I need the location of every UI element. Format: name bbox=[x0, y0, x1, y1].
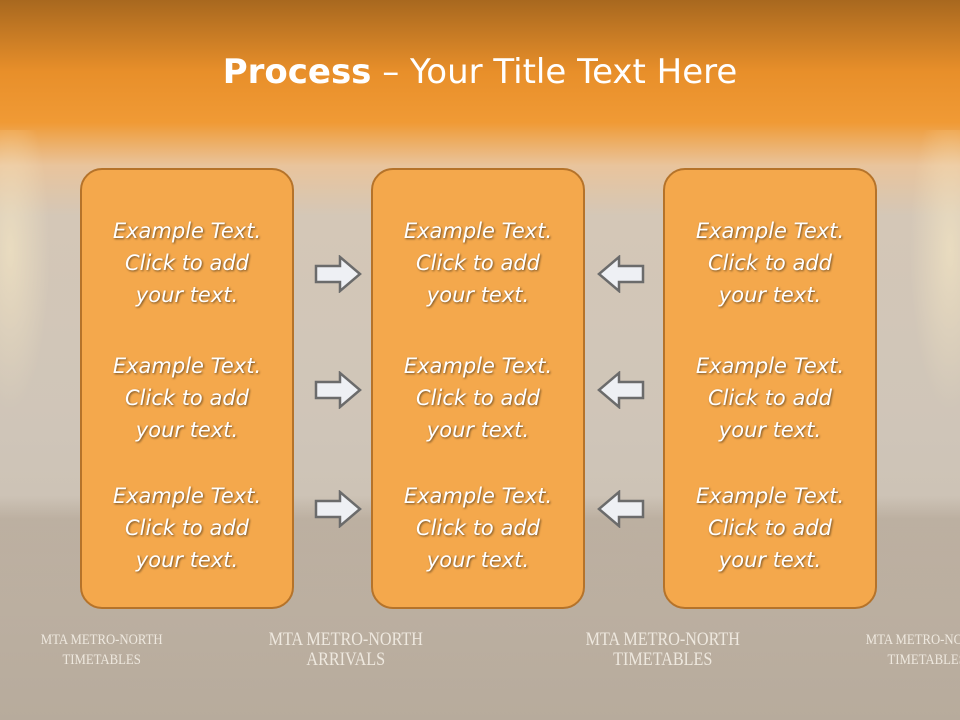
text-placeholder[interactable]: Example Text. Click to add your text. bbox=[665, 215, 875, 311]
arrow-right-icon bbox=[314, 490, 362, 528]
text-placeholder[interactable]: Example Text. Click to add your text. bbox=[82, 350, 292, 446]
text-line: Example Text. bbox=[112, 484, 262, 508]
text-line: Example Text. bbox=[695, 484, 845, 508]
arrow-left-icon bbox=[597, 371, 645, 409]
text-line: your text. bbox=[718, 548, 822, 572]
text-line: your text. bbox=[135, 283, 239, 307]
text-placeholder[interactable]: Example Text. Click to add your text. bbox=[82, 215, 292, 311]
text-line: your text. bbox=[718, 418, 822, 442]
text-line: Example Text. bbox=[695, 219, 845, 243]
arrow-left-icon bbox=[597, 255, 645, 293]
text-line: your text. bbox=[426, 418, 530, 442]
text-line: Click to add bbox=[124, 251, 249, 275]
text-line: Example Text. bbox=[403, 219, 553, 243]
text-line: your text. bbox=[135, 418, 239, 442]
text-placeholder[interactable]: Example Text. Click to add your text. bbox=[82, 480, 292, 576]
text-line: your text. bbox=[718, 283, 822, 307]
text-placeholder[interactable]: Example Text. Click to add your text. bbox=[373, 350, 583, 446]
text-line: Click to add bbox=[124, 386, 249, 410]
text-placeholder[interactable]: Example Text. Click to add your text. bbox=[373, 480, 583, 576]
text-line: Click to add bbox=[415, 251, 540, 275]
text-line: Example Text. bbox=[403, 354, 553, 378]
arrow-right-icon bbox=[314, 255, 362, 293]
arrow-right-icon bbox=[314, 371, 362, 409]
text-line: Example Text. bbox=[695, 354, 845, 378]
text-line: Click to add bbox=[707, 251, 832, 275]
text-line: your text. bbox=[426, 548, 530, 572]
text-line: Click to add bbox=[415, 386, 540, 410]
text-line: Click to add bbox=[707, 386, 832, 410]
slide-title: Process – Your Title Text Here bbox=[222, 52, 738, 92]
text-line: Click to add bbox=[124, 516, 249, 540]
text-line: Example Text. bbox=[403, 484, 553, 508]
text-line: Click to add bbox=[415, 516, 540, 540]
text-line: your text. bbox=[426, 283, 530, 307]
text-line: Example Text. bbox=[112, 354, 262, 378]
text-placeholder[interactable]: Example Text. Click to add your text. bbox=[665, 480, 875, 576]
text-placeholder[interactable]: Example Text. Click to add your text. bbox=[665, 350, 875, 446]
text-placeholder[interactable]: Example Text. Click to add your text. bbox=[373, 215, 583, 311]
text-line: Example Text. bbox=[112, 219, 262, 243]
arrow-left-icon bbox=[597, 490, 645, 528]
text-line: your text. bbox=[135, 548, 239, 572]
text-line: Click to add bbox=[707, 516, 832, 540]
